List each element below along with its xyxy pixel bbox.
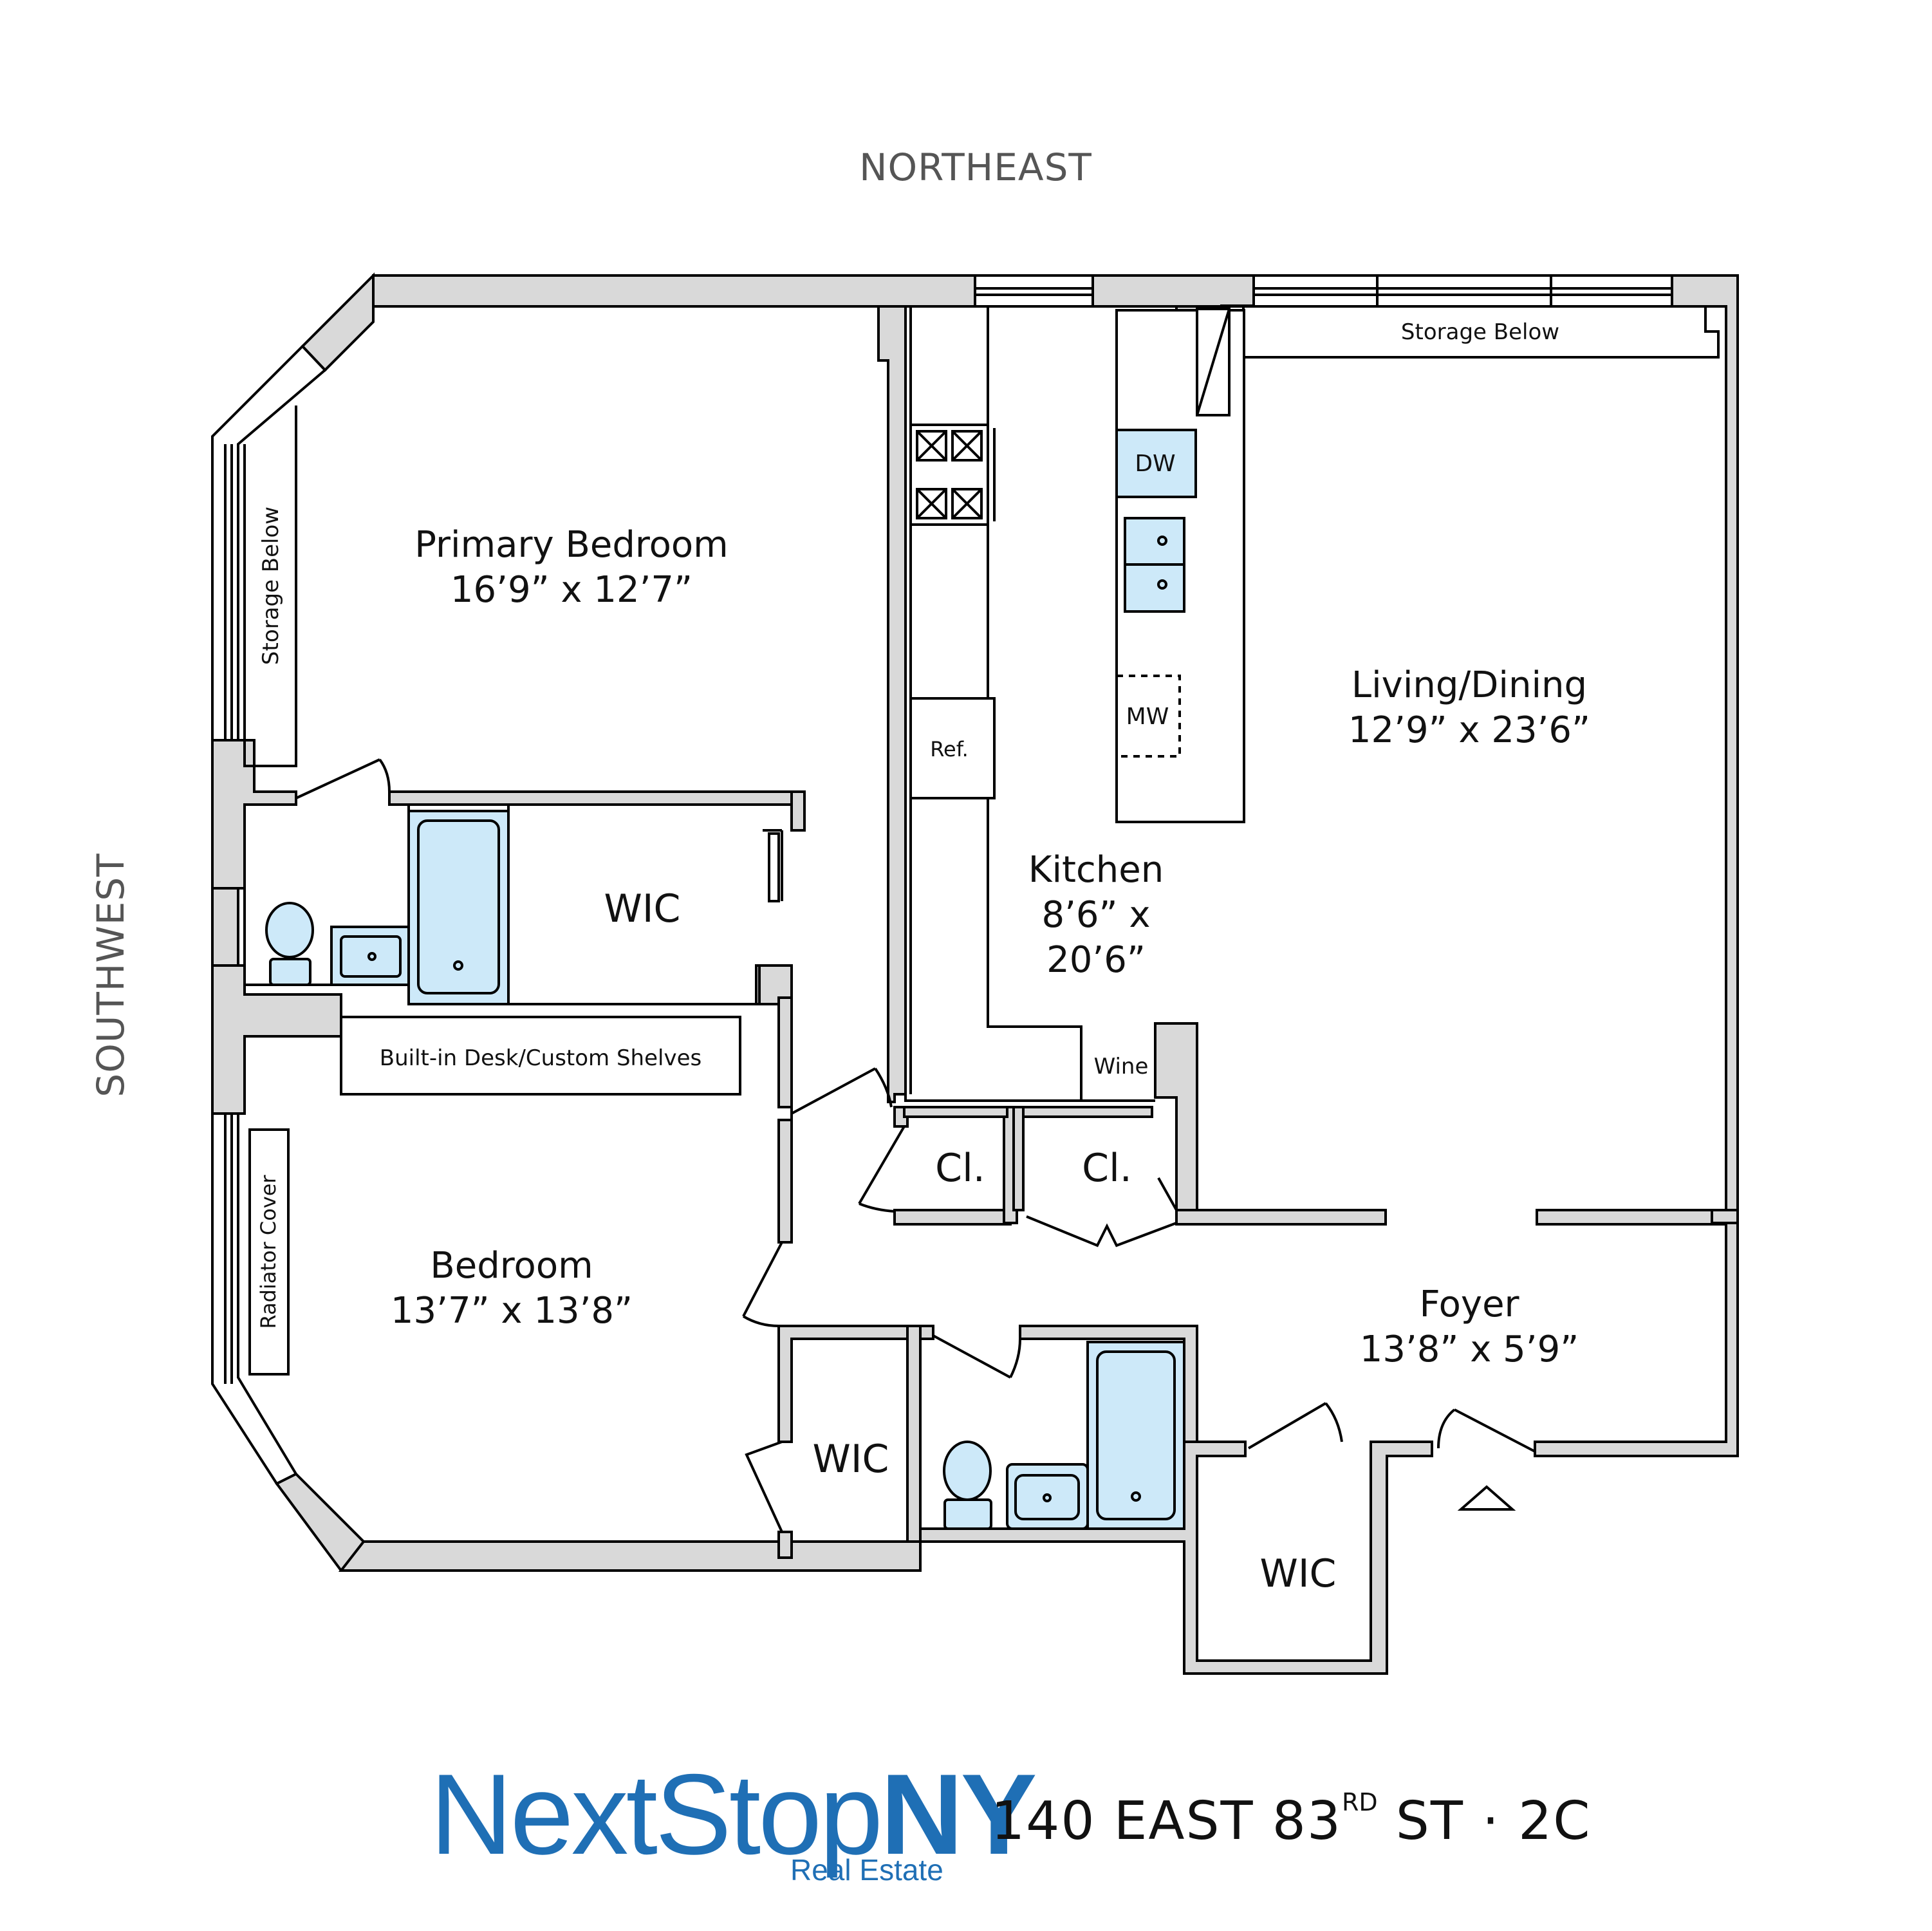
second-bathroom — [919, 1334, 1185, 1530]
room-labels: Primary Bedroom 16’9” x 12’7” Living/Din… — [391, 524, 1590, 1596]
kitchen-dims-line2: 20’6” — [1046, 939, 1146, 981]
address-unit: ST · 2C — [1377, 1791, 1592, 1852]
wic-foyer-label: WIC — [1260, 1551, 1337, 1596]
logo-subtitle: Real Estate — [790, 1853, 943, 1887]
exterior-walls — [211, 272, 1739, 1675]
bedroom-name: Bedroom — [430, 1245, 593, 1287]
closet-2-label: Cl. — [1082, 1146, 1132, 1191]
kitchen-name: Kitchen — [1028, 849, 1164, 891]
logo-ny: NY — [880, 1750, 1037, 1878]
address-ordinal: RD — [1342, 1788, 1378, 1816]
wic-primary-label: WIC — [604, 886, 681, 931]
closet-1-label: Cl. — [935, 1146, 985, 1191]
refrigerator-label: Ref. — [930, 737, 969, 761]
storage-below-left-label: Storage Below — [258, 507, 284, 665]
foyer-dims: 13’8” x 5’9” — [1360, 1329, 1579, 1370]
range-burners — [916, 428, 996, 521]
microwave-label: MW — [1126, 704, 1169, 730]
wic-bedroom-label: WIC — [813, 1437, 889, 1482]
bedroom-dims: 13’7” x 13’8” — [391, 1290, 633, 1332]
fixtures: Storage Below Storage Below Radiator Cov… — [243, 306, 1720, 1376]
kitchen-dims-line1: 8’6” x — [1041, 894, 1150, 936]
primary-bathroom — [243, 758, 783, 1005]
primary-bedroom-name: Primary Bedroom — [414, 524, 728, 566]
brand-logo: NextStopNY Real Estate — [430, 1757, 1037, 1887]
orientation-northeast: NORTHEAST — [859, 145, 1092, 189]
storage-below-top-label: Storage Below — [1401, 319, 1559, 345]
living-dining-name: Living/Dining — [1351, 664, 1587, 706]
footer: NextStopNY Real Estate 140 EAST 83RD ST … — [0, 1757, 1932, 1887]
built-in-desk-label: Built-in Desk/Custom Shelves — [380, 1045, 701, 1071]
foyer-name: Foyer — [1419, 1283, 1519, 1325]
address-main: 140 EAST 83 — [991, 1791, 1342, 1852]
dishwasher-label: DW — [1135, 451, 1175, 477]
orientation-southwest: SOUTHWEST — [89, 853, 133, 1097]
radiator-cover-label: Radiator Cover — [256, 1175, 281, 1329]
address: 140 EAST 83RD ST · 2C — [991, 1788, 1592, 1852]
primary-bedroom-dims: 16’9” x 12’7” — [450, 569, 692, 611]
doors — [742, 1067, 1536, 1533]
wine-label: Wine — [1094, 1054, 1149, 1079]
living-dining-dims: 12’9” x 23’6” — [1348, 709, 1590, 751]
logo-text: NextStop — [430, 1750, 883, 1878]
